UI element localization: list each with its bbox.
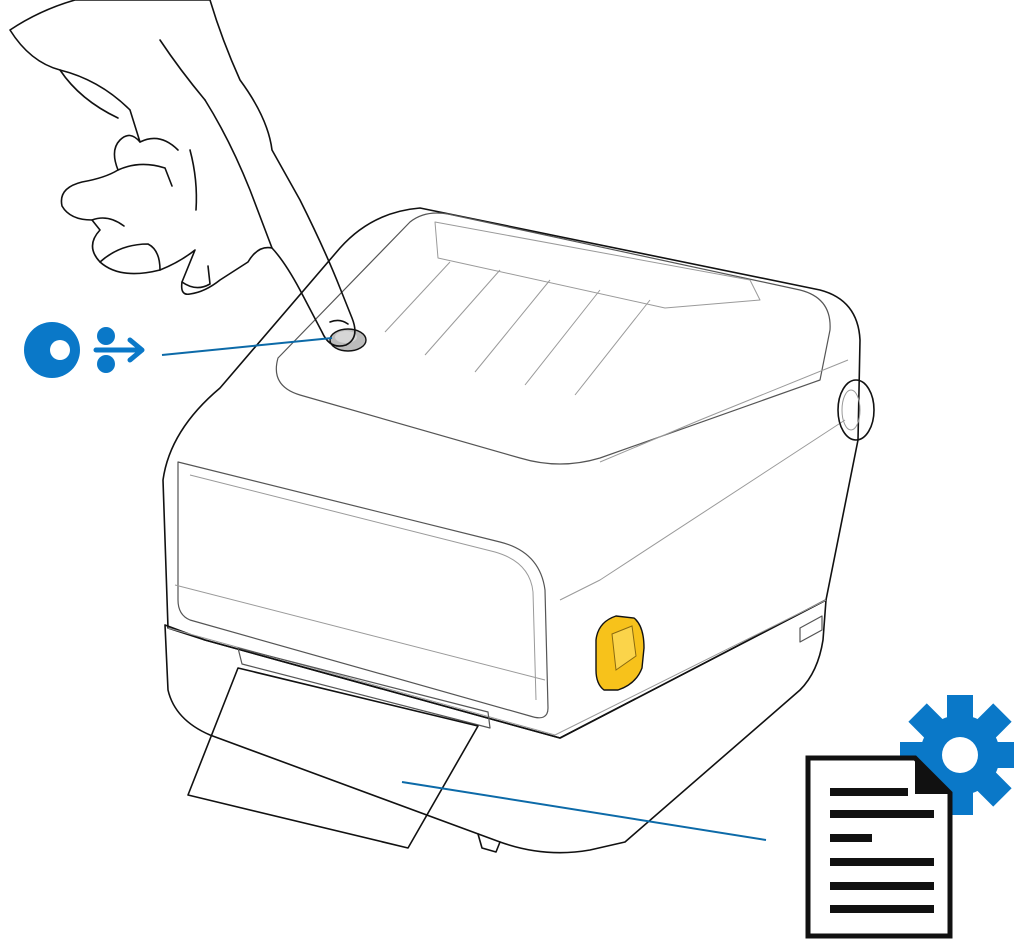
document-icon (808, 758, 950, 936)
cover-ridge (425, 270, 500, 355)
cover-ridge (475, 280, 550, 372)
printer-base (165, 600, 826, 853)
base-foot-notch (478, 834, 500, 852)
side-connector (800, 616, 822, 642)
cover-side-seam-lower (560, 420, 845, 600)
cover-ridge (385, 262, 450, 332)
cover-side-seam (600, 360, 848, 462)
printed-label (188, 668, 478, 848)
cover-ridge (525, 290, 600, 385)
front-window-inner (190, 475, 536, 700)
cover-ridge (575, 300, 650, 395)
feed-icon (24, 322, 142, 378)
feed-button (330, 329, 366, 351)
report-callout-line (402, 782, 766, 840)
configuration-report-icon (808, 695, 1014, 936)
printer (163, 208, 874, 853)
feed-callout-line (162, 338, 332, 355)
release-latch (596, 616, 644, 690)
pointing-hand (10, 0, 355, 346)
printer-cover (163, 208, 860, 738)
cover-window (435, 222, 760, 308)
front-bezel-line (175, 585, 545, 680)
side-knob (838, 380, 874, 440)
